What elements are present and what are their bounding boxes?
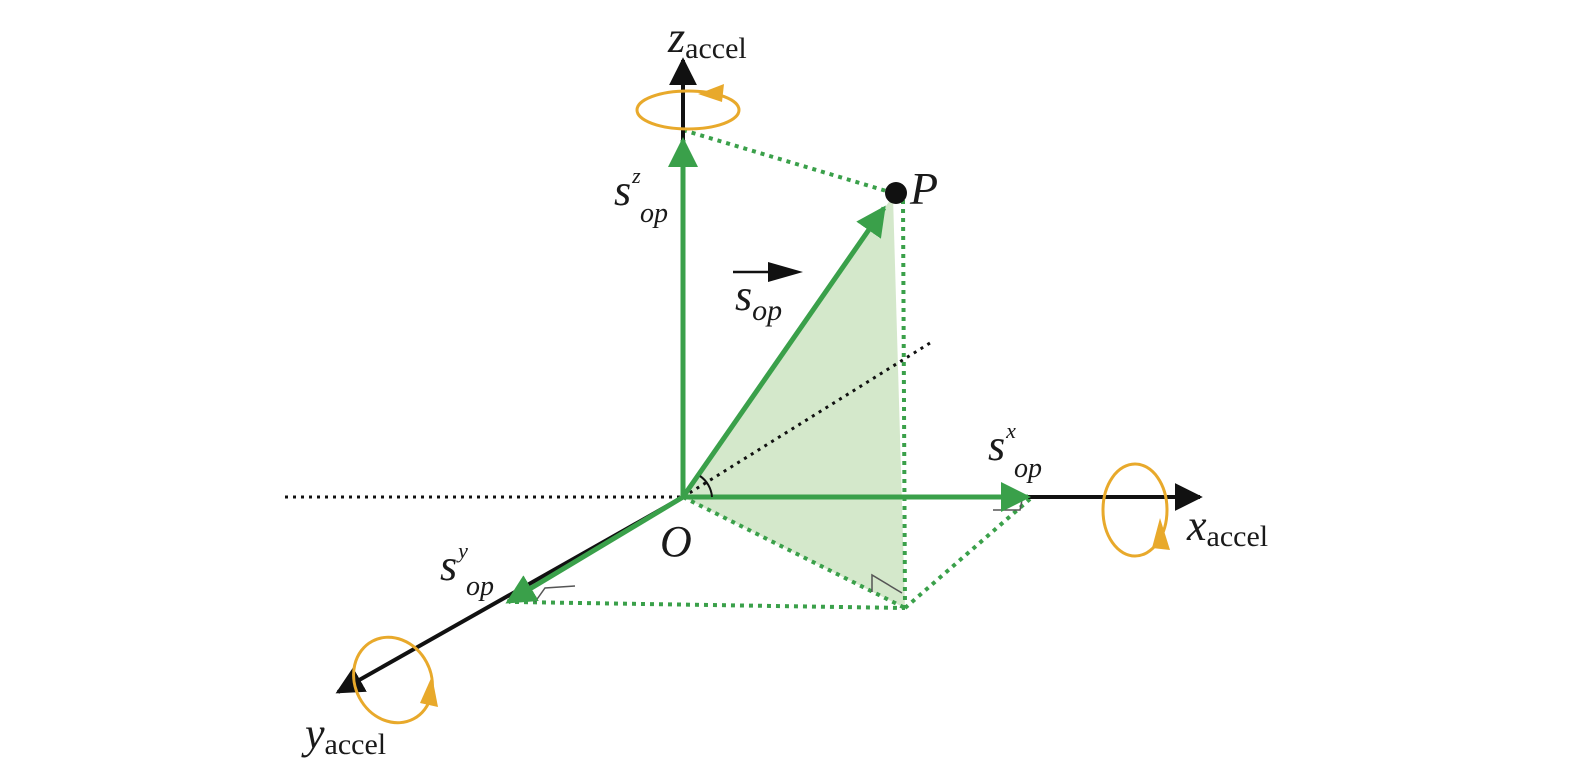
x-axis-label: xaccel	[1186, 501, 1268, 553]
y-axis-label: yaccel	[301, 709, 386, 761]
position-vector-sop	[680, 205, 887, 499]
vector-sop-label: sop	[735, 271, 782, 327]
z-axis-label: zaccel	[667, 13, 747, 65]
vector-overline-arrow	[733, 262, 803, 282]
diagonal-axis-dotted	[682, 341, 931, 499]
rotation-arrow-icon	[1101, 462, 1170, 558]
component-y-subscript: op	[466, 571, 494, 602]
component-x-label: sx	[988, 418, 1016, 470]
rotation-arrow-icon	[352, 635, 438, 725]
angle-arc	[699, 475, 713, 498]
projection-plane	[683, 196, 905, 608]
component-y-label: sy	[440, 538, 468, 590]
component-z-label: sz	[614, 163, 641, 215]
projection-lines	[514, 128, 1032, 610]
component-y-vector	[505, 494, 685, 605]
point-label: P	[909, 163, 938, 214]
component-z-subscript: op	[640, 198, 668, 229]
origin-label: O	[660, 517, 692, 566]
rotation-arrow-icon	[635, 84, 741, 131]
component-x-subscript: op	[1014, 453, 1042, 484]
point-p	[885, 182, 907, 204]
